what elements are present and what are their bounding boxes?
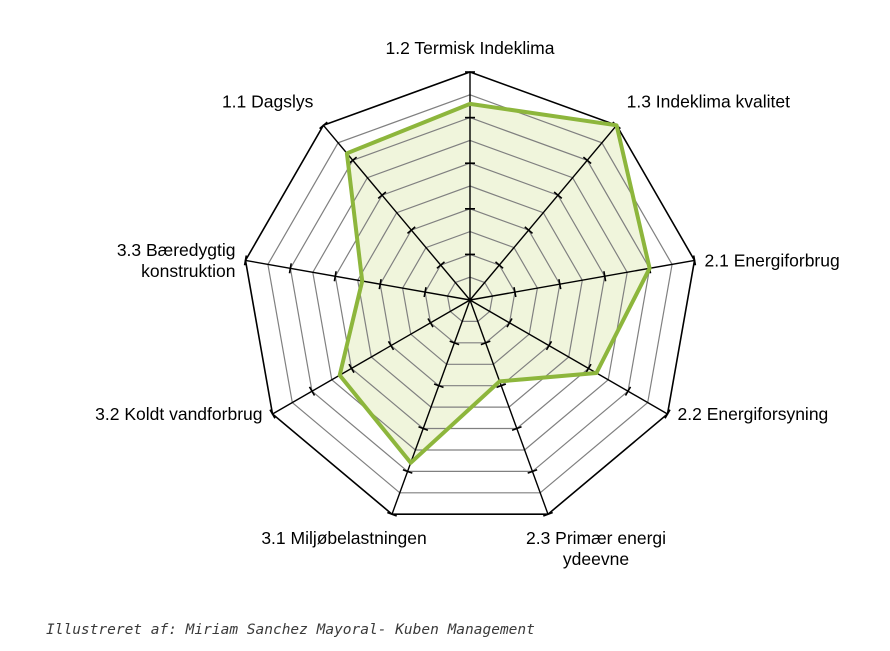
- axis-tick: [506, 318, 513, 328]
- radar-grid: [243, 71, 697, 517]
- axis-tick: [348, 363, 355, 374]
- axis-label-line: 1.1 Dagslys: [222, 91, 314, 111]
- axis-tick: [427, 318, 434, 328]
- axis-label-line: 2.2 Energiforsyning: [678, 404, 829, 424]
- axis-label-7: 3.2 Koldt vandforbrug: [95, 404, 262, 424]
- grid-ring: [401, 230, 539, 365]
- axis-tick: [387, 511, 397, 517]
- series-line: [337, 101, 652, 465]
- axis-label-line: 3.2 Koldt vandforbrug: [95, 404, 262, 424]
- grid-ring: [424, 253, 516, 344]
- axis-tick: [524, 226, 534, 235]
- axis-tick: [436, 261, 446, 269]
- axis-tick: [664, 409, 671, 419]
- axis-label-3: 2.1 Energiforbrug: [705, 250, 840, 270]
- axis-label-9: 1.1 Dagslys: [222, 91, 314, 111]
- grid-ring: [267, 94, 673, 494]
- axis-label-line: 2.3 Primær energi: [526, 528, 666, 548]
- axis-tick: [527, 468, 538, 474]
- axis-tick: [692, 255, 697, 266]
- axis-tick: [494, 261, 504, 269]
- axis-tick: [333, 271, 337, 282]
- axis-tick: [585, 363, 592, 374]
- axis-tick: [406, 226, 416, 235]
- axis-tick: [269, 409, 276, 419]
- axis-tick: [624, 386, 632, 396]
- axis-label-2: 1.3 Indeklima kvalitet: [627, 91, 791, 111]
- axis-tick: [423, 287, 427, 298]
- axis-tick: [553, 191, 563, 200]
- axis-spoke: [391, 299, 471, 515]
- axis-label-6: 3.1 Miljøbelastningen: [261, 528, 426, 548]
- grid-outer-ring: [244, 71, 696, 516]
- axis-label-line: 1.3 Indeklima kvalitet: [627, 91, 791, 111]
- axis-tick: [558, 279, 562, 290]
- axis-tick: [387, 340, 395, 351]
- axis-label-line: 3.3 Bæredygtig: [117, 240, 236, 260]
- axis-spoke: [469, 299, 549, 515]
- axis-tick: [243, 255, 248, 266]
- axis-spoke: [272, 299, 471, 415]
- axis-label-line: 3.1 Miljøbelastningen: [261, 528, 426, 548]
- series-fill: [339, 103, 650, 463]
- grid-ring: [379, 208, 561, 387]
- axis-label-1: 1.2 Termisk Indeklima: [386, 38, 555, 58]
- axis-tick: [603, 271, 607, 282]
- credit-text: Illustreret af: Miriam Sanchez Mayoral- …: [46, 622, 535, 638]
- axis-tick: [582, 156, 592, 165]
- axis-tick: [377, 191, 387, 200]
- axis-spoke: [469, 124, 618, 301]
- axis-spoke: [469, 259, 695, 301]
- grid-ring: [312, 139, 628, 451]
- axis-tick: [402, 468, 413, 474]
- axis-tick: [378, 279, 382, 290]
- radar-series: [337, 101, 652, 465]
- axis-tick: [480, 340, 491, 346]
- axis-tick: [418, 426, 429, 432]
- grid-ring: [446, 276, 494, 322]
- axis-tick: [449, 340, 460, 346]
- axis-labels: 1.2 Termisk Indeklima 1.3 Indeklima kvali…: [95, 38, 840, 569]
- axis-tick: [319, 121, 328, 130]
- axis-spoke: [469, 299, 668, 415]
- axis-label-line: konstruktion: [141, 261, 235, 281]
- axis-tick: [496, 383, 507, 389]
- axis-tick: [348, 156, 358, 165]
- axis-tick: [545, 340, 553, 351]
- axis-tick: [433, 383, 444, 389]
- axis-tick: [308, 386, 316, 396]
- axis-tick: [513, 287, 517, 298]
- axis-tick: [511, 426, 522, 432]
- axis-tick: [288, 263, 292, 274]
- axis-label-line: 1.2 Termisk Indeklima: [386, 38, 555, 58]
- axis-tick: [543, 511, 553, 517]
- axis-label-4: 2.2 Energiforsyning: [678, 404, 829, 424]
- axis-spoke: [245, 259, 471, 301]
- axis-label-line: ydeevne: [563, 549, 629, 569]
- axis-label-line: 2.1 Energiforbrug: [705, 250, 840, 270]
- grid-ring: [289, 116, 651, 472]
